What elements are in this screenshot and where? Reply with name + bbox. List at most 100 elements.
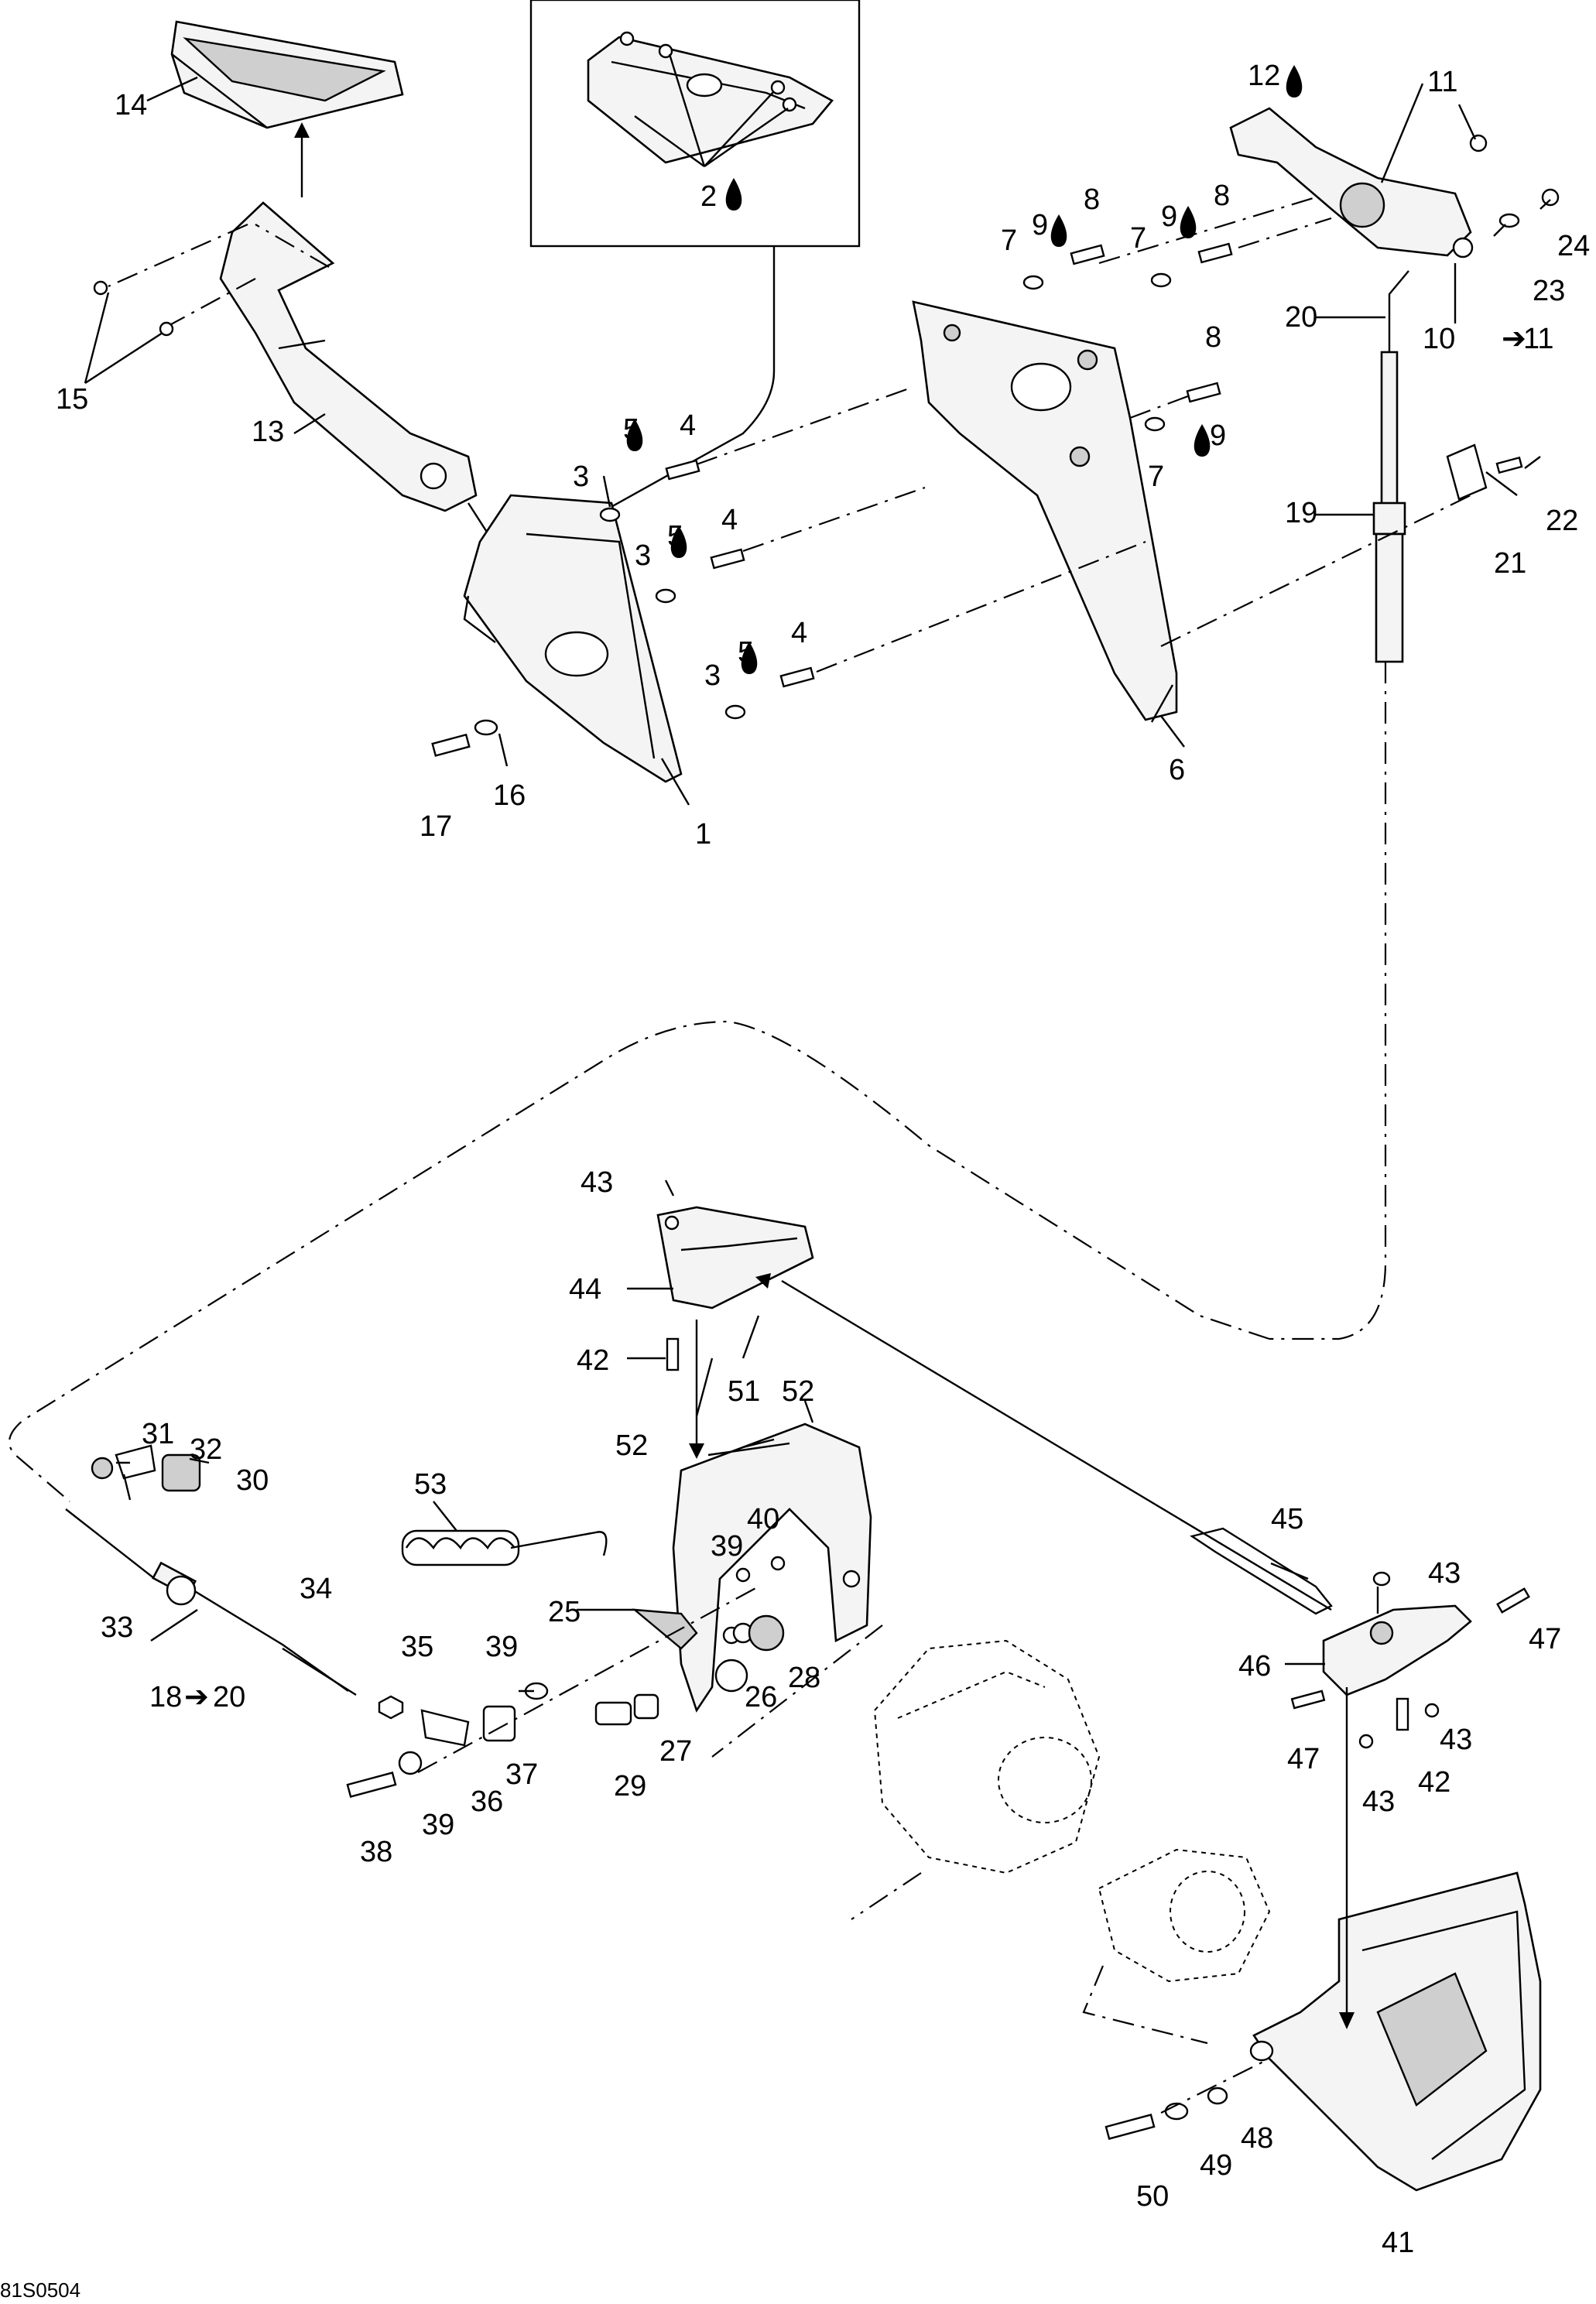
lower-right-hardware [1105, 2058, 1270, 2140]
callout-8b: 8 [1214, 180, 1230, 212]
callout-34: 34 [300, 1573, 332, 1605]
callout-2: 2 [700, 180, 717, 213]
leader-lines [84, 76, 1551, 1693]
upper-dash-lines [696, 196, 1471, 673]
callout-19: 19 [1285, 497, 1317, 529]
callout-39c: 39 [422, 1809, 454, 1841]
drop-icon [1286, 65, 1303, 98]
callout-26: 26 [745, 1681, 777, 1713]
part-45-rod [689, 1273, 1333, 1615]
callout-21: 21 [1494, 547, 1526, 580]
drop-icon [1180, 206, 1197, 238]
callout-4c: 4 [791, 617, 807, 649]
callout-38: 38 [360, 1836, 392, 1868]
callout-4b: 4 [721, 504, 738, 536]
callout-32: 32 [190, 1433, 222, 1466]
drop-icon [626, 419, 643, 451]
callout-45: 45 [1271, 1503, 1303, 1535]
part-6-plate [912, 300, 1185, 748]
part-41-reverse-gate [1249, 1871, 1542, 2192]
callout-15: 15 [56, 383, 88, 416]
part-14-cover [170, 20, 404, 197]
callout-10: 10 [1423, 323, 1455, 355]
callout-52a: 52 [782, 1375, 814, 1408]
callout-42b: 42 [1418, 1766, 1450, 1799]
callout-16: 16 [493, 779, 526, 812]
callout-24: 24 [1557, 230, 1590, 262]
callout-44: 44 [569, 1273, 601, 1306]
part-21-bracket [1446, 443, 1488, 501]
callout-39b: 39 [711, 1530, 743, 1563]
callout-12: 12 [1248, 60, 1280, 92]
callout-3c: 3 [704, 659, 721, 692]
callout-51: 51 [728, 1375, 760, 1408]
callout-52b: 52 [615, 1429, 648, 1462]
callout-50: 50 [1136, 2180, 1169, 2213]
callout-7b: 7 [1130, 222, 1146, 255]
callout-47b: 47 [1287, 1743, 1320, 1775]
callout-33: 33 [101, 1611, 133, 1644]
callout-7c: 7 [1148, 460, 1164, 493]
callout-14: 14 [115, 89, 147, 122]
callout-29: 29 [614, 1770, 646, 1802]
callout-43a: 43 [581, 1166, 613, 1199]
callout-22: 22 [1546, 505, 1578, 537]
callout-8a: 8 [1084, 183, 1100, 216]
callout-48: 48 [1241, 2122, 1273, 2155]
callout-9c: 9 [1210, 419, 1226, 452]
arrow-icon: ➔ [1502, 323, 1526, 355]
callout-27: 27 [659, 1735, 692, 1768]
drop-icons [626, 65, 1303, 674]
callout-35: 35 [401, 1631, 433, 1663]
nozzle-dotted [1082, 1848, 1271, 2045]
cable-routing-path [8, 1020, 1270, 1502]
drop-icon [1050, 214, 1067, 247]
callout-6: 6 [1169, 754, 1185, 786]
callout-7a: 7 [1001, 224, 1017, 257]
callout-17: 17 [420, 810, 452, 843]
callout-4a: 4 [680, 409, 696, 442]
callout-43d: 43 [1362, 1785, 1395, 1818]
callout-43c: 43 [1440, 1724, 1472, 1756]
callout-30: 30 [236, 1464, 269, 1497]
part-12-bellcrank [1229, 107, 1474, 258]
part-25-link [632, 1608, 698, 1650]
callout-46: 46 [1238, 1650, 1271, 1683]
part-20-19-cable-rod [1269, 270, 1409, 1340]
callout-53: 53 [414, 1468, 447, 1501]
pump-housing-dotted [711, 1624, 1101, 1920]
drop-icon [1194, 424, 1211, 457]
callout-31: 31 [142, 1418, 174, 1450]
callout-43b: 43 [1428, 1557, 1461, 1590]
callout-37: 37 [505, 1758, 538, 1791]
callout-39a: 39 [485, 1631, 518, 1663]
callout-49: 49 [1200, 2149, 1232, 2182]
part-53-spring [401, 1529, 608, 1566]
callout-23: 23 [1533, 275, 1565, 307]
callout-13: 13 [252, 416, 284, 448]
callout-9b: 9 [1161, 200, 1177, 233]
callout-40: 40 [747, 1503, 779, 1535]
lower-center-hardware [346, 1556, 786, 1798]
part-33-cable [65, 1508, 357, 1696]
callout-18-target: 20 [213, 1681, 245, 1713]
callout-41: 41 [1382, 2227, 1414, 2259]
callout-28: 28 [788, 1662, 820, 1694]
part-44-bracket [656, 1206, 814, 1371]
drop-icon [741, 642, 758, 674]
part-51-lever-plate [672, 1422, 872, 1713]
image-code: 81S0504 [0, 2278, 80, 2302]
callout-20: 20 [1285, 301, 1317, 334]
parts-30-32-fittings [91, 1444, 201, 1492]
drop-icon [670, 526, 687, 558]
drop-icon [725, 178, 742, 211]
callout-1: 1 [695, 818, 711, 851]
callout-18: 18 [149, 1681, 182, 1713]
part-46-pivot [1290, 1571, 1530, 2029]
callout-36: 36 [471, 1785, 503, 1818]
callout-25: 25 [548, 1596, 581, 1628]
callout-8c: 8 [1205, 321, 1221, 354]
arrow-icon-18: ➔ [184, 1681, 209, 1713]
callout-9a: 9 [1032, 209, 1048, 241]
